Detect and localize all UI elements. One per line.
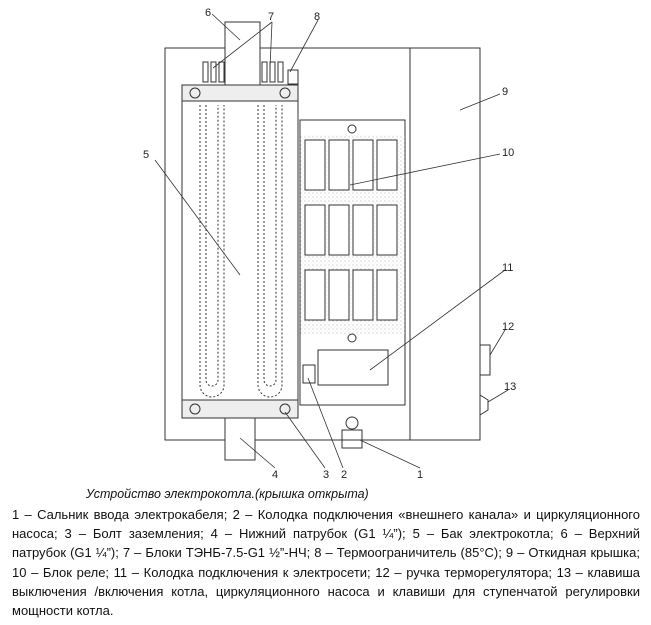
label-12: 12 <box>502 321 514 333</box>
boiler-tank <box>181 84 299 419</box>
relay <box>376 139 398 191</box>
label-10: 10 <box>502 147 514 159</box>
hinged-cover <box>409 47 481 441</box>
relay <box>376 204 398 256</box>
label-2: 2 <box>341 469 347 481</box>
mains-terminal-block <box>317 349 389 386</box>
relay <box>328 269 350 321</box>
label-8: 8 <box>314 11 320 23</box>
label-4: 4 <box>272 469 278 481</box>
relay <box>352 139 374 191</box>
lower-pipe <box>224 417 256 461</box>
label-7: 7 <box>268 11 274 23</box>
label-6: 6 <box>205 7 211 19</box>
relay <box>304 139 326 191</box>
relay <box>352 269 374 321</box>
relay <box>376 269 398 321</box>
thermostat-knob <box>479 344 491 376</box>
heating-elements <box>199 105 283 398</box>
relay <box>304 269 326 321</box>
boiler-diagram: 6 7 8 9 10 5 11 12 13 4 3 2 1 <box>143 7 516 481</box>
relay <box>304 204 326 256</box>
label-11: 11 <box>502 262 513 274</box>
thermal-limiter <box>287 69 299 85</box>
power-switch <box>479 394 489 416</box>
relay <box>328 139 350 191</box>
leader-lines <box>154 13 509 469</box>
caption-text: 1 – Сальник ввода электрокабеля; 2 – Кол… <box>12 507 640 619</box>
relay <box>352 204 374 256</box>
element-terminals <box>202 61 299 85</box>
label-5: 5 <box>143 149 149 161</box>
caption-title: Устройство электрокотла.(крышка открыта) <box>86 487 369 501</box>
relay <box>328 204 350 256</box>
label-1: 1 <box>417 469 423 481</box>
label-9: 9 <box>502 86 508 98</box>
external-channel-terminal <box>302 364 316 384</box>
cable-gland <box>341 416 363 449</box>
label-13: 13 <box>504 381 516 393</box>
label-3: 3 <box>323 469 329 481</box>
